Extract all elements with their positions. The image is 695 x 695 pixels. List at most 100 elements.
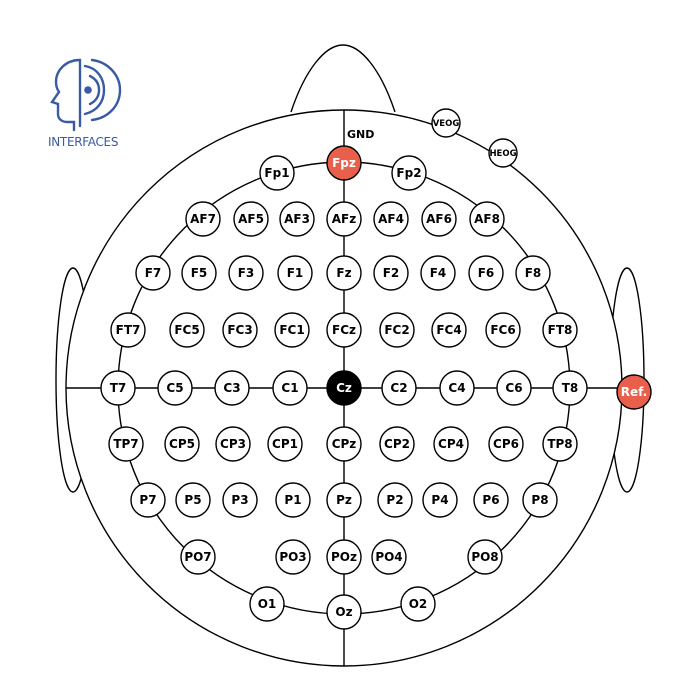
electrode-circle [157,370,193,406]
electrode-heog: HEOG [488,138,518,168]
electrode-t8: T8 [552,370,588,406]
electrode-circle [130,482,166,518]
electrode-circle [542,312,578,348]
electrode-p3: P3 [222,482,258,518]
electrode-p6: P6 [473,482,509,518]
electrode-label: AF7 [190,212,216,226]
electrode-circle [272,370,308,406]
electrode-circle [488,426,524,462]
electrode-circle [467,539,503,575]
electrode-label: FC3 [227,323,252,337]
electrode-f7: F7 [135,255,171,291]
electrode-label: T8 [562,381,579,395]
electrode-label: C5 [166,381,183,395]
electrode-label: P1 [284,493,301,507]
electrode-f5: F5 [181,255,217,291]
electrode-po7: PO7 [180,539,216,575]
electrode-circle [274,312,310,348]
electrode-label: PO8 [471,550,498,564]
electrode-circle [379,426,415,462]
electrode-label: C6 [505,381,522,395]
electrode-o1: O1 [249,586,285,622]
electrode-label: C4 [448,381,465,395]
electrode-po3: PO3 [275,539,311,575]
electrode-oz: Oz [326,594,362,630]
electrode-circle [228,255,264,291]
electrode-label: PO4 [375,550,402,564]
electrode-label: T7 [110,381,127,395]
nose [290,44,396,113]
electrode-circle [468,255,504,291]
electrode-circle [377,482,413,518]
electrode-circle [326,312,362,348]
electrode-c5: C5 [157,370,193,406]
electrode-t7: T7 [100,370,136,406]
electrode-circle [326,539,362,575]
electrode-f3: F3 [228,255,264,291]
electrode-circle [421,201,457,237]
electrode-circle [259,155,295,191]
electrode-label: FT8 [548,323,573,337]
electrode-label: F1 [287,266,304,280]
electrode-label: FC5 [174,323,199,337]
electrode-fc2: FC2 [379,312,415,348]
electrode-circle [542,426,578,462]
electrode-circle [439,370,475,406]
electrode-af6: AF6 [421,201,457,237]
electrode-circle [400,586,436,622]
electrode-circle [169,312,205,348]
electrode-circle [164,426,200,462]
electrode-label: PO7 [184,550,211,564]
electrode-label: AF6 [426,212,452,226]
electrode-label: Fp2 [396,166,421,180]
electrode-circle [381,370,417,406]
electrode-circle [473,482,509,518]
gnd-label: GND [347,128,374,141]
electrode-circle [488,138,518,168]
electrode-circle [326,201,362,237]
electrode-label: F7 [145,266,162,280]
electrode-circle [181,255,217,291]
electrode-label: CP1 [272,437,298,451]
electrode-label: VEOG [433,119,460,129]
electrode-label: FT7 [116,323,141,337]
electrode-circle [326,594,362,630]
electrode-circle [373,255,409,291]
electrode-label: P2 [386,493,403,507]
electrode-circle [267,426,303,462]
electrode-fc5: FC5 [169,312,205,348]
electrode-label: F8 [525,266,542,280]
electrode-circle [110,312,146,348]
electrode-pz: Pz [326,482,362,518]
head-brain-icon [50,58,122,132]
electrode-circle [373,201,409,237]
electrode-label: P6 [482,493,499,507]
electrode-circle [275,482,311,518]
electrode-af4: AF4 [373,201,409,237]
electrode-circle [552,370,588,406]
electrode-p4: P4 [422,482,458,518]
electrode-label: P7 [139,493,156,507]
electrode-circle [326,482,362,518]
electrode-circle [422,482,458,518]
electrode-c1: C1 [272,370,308,406]
electrode-c6: C6 [496,370,532,406]
electrode-label: CPz [332,437,357,451]
electrode-fc4: FC4 [431,312,467,348]
electrode-label: AF3 [284,212,310,226]
electrode-circle [185,201,221,237]
electrode-c4: C4 [439,370,475,406]
electrode-label: POz [331,550,357,564]
electrode-label: Pz [336,493,352,507]
electrode-f2: F2 [373,255,409,291]
electrode-label: F4 [430,266,447,280]
electrode-c2: C2 [381,370,417,406]
electrode-label: Ref. [621,385,648,399]
electrode-circle [108,426,144,462]
electrode-circle [326,370,362,406]
electrode-label: F2 [383,266,400,280]
electrode-cp1: CP1 [267,426,303,462]
electrode-cp3: CP3 [215,426,251,462]
electrode-ft8: FT8 [542,312,578,348]
